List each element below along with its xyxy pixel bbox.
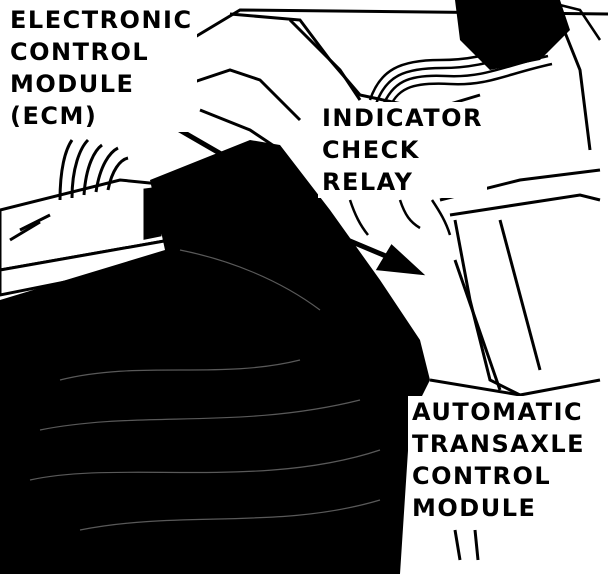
relay-wires	[348, 199, 452, 236]
dark-module-body	[0, 140, 430, 574]
tcm-callout-line: CONTROL	[412, 462, 552, 490]
relay-leader-line	[299, 217, 401, 265]
ecm-callout: ELECTRONIC CONTROL MODULE (ECM)	[6, 4, 197, 132]
module-shading	[29, 249, 381, 531]
tcm-callout: AUTOMATIC TRANSAXLE CONTROL MODULE	[408, 396, 590, 524]
relay-arrowhead	[375, 244, 426, 276]
tcm-callout-line: AUTOMATIC	[412, 398, 584, 426]
relay-callout: INDICATOR CHECK RELAY	[318, 102, 487, 198]
relay-callout-line: INDICATOR	[322, 104, 483, 132]
ecm-callout-line: CONTROL	[10, 38, 150, 66]
ecm-callout-line: MODULE	[10, 70, 135, 98]
ecm-wires	[9, 138, 129, 242]
relay-callout-line: CHECK	[322, 136, 420, 164]
tcm-callout-line: MODULE	[412, 494, 537, 522]
ecm-callout-line: ELECTRONIC	[10, 6, 193, 34]
tcm-housing	[449, 193, 601, 397]
relay-callout-line: RELAY	[322, 168, 414, 196]
ecm-callout-line: (ECM)	[10, 102, 98, 130]
dark-connector	[455, 0, 570, 70]
tcm-callout-line: TRANSAXLE	[412, 430, 586, 458]
tcm-bracket	[429, 378, 521, 561]
